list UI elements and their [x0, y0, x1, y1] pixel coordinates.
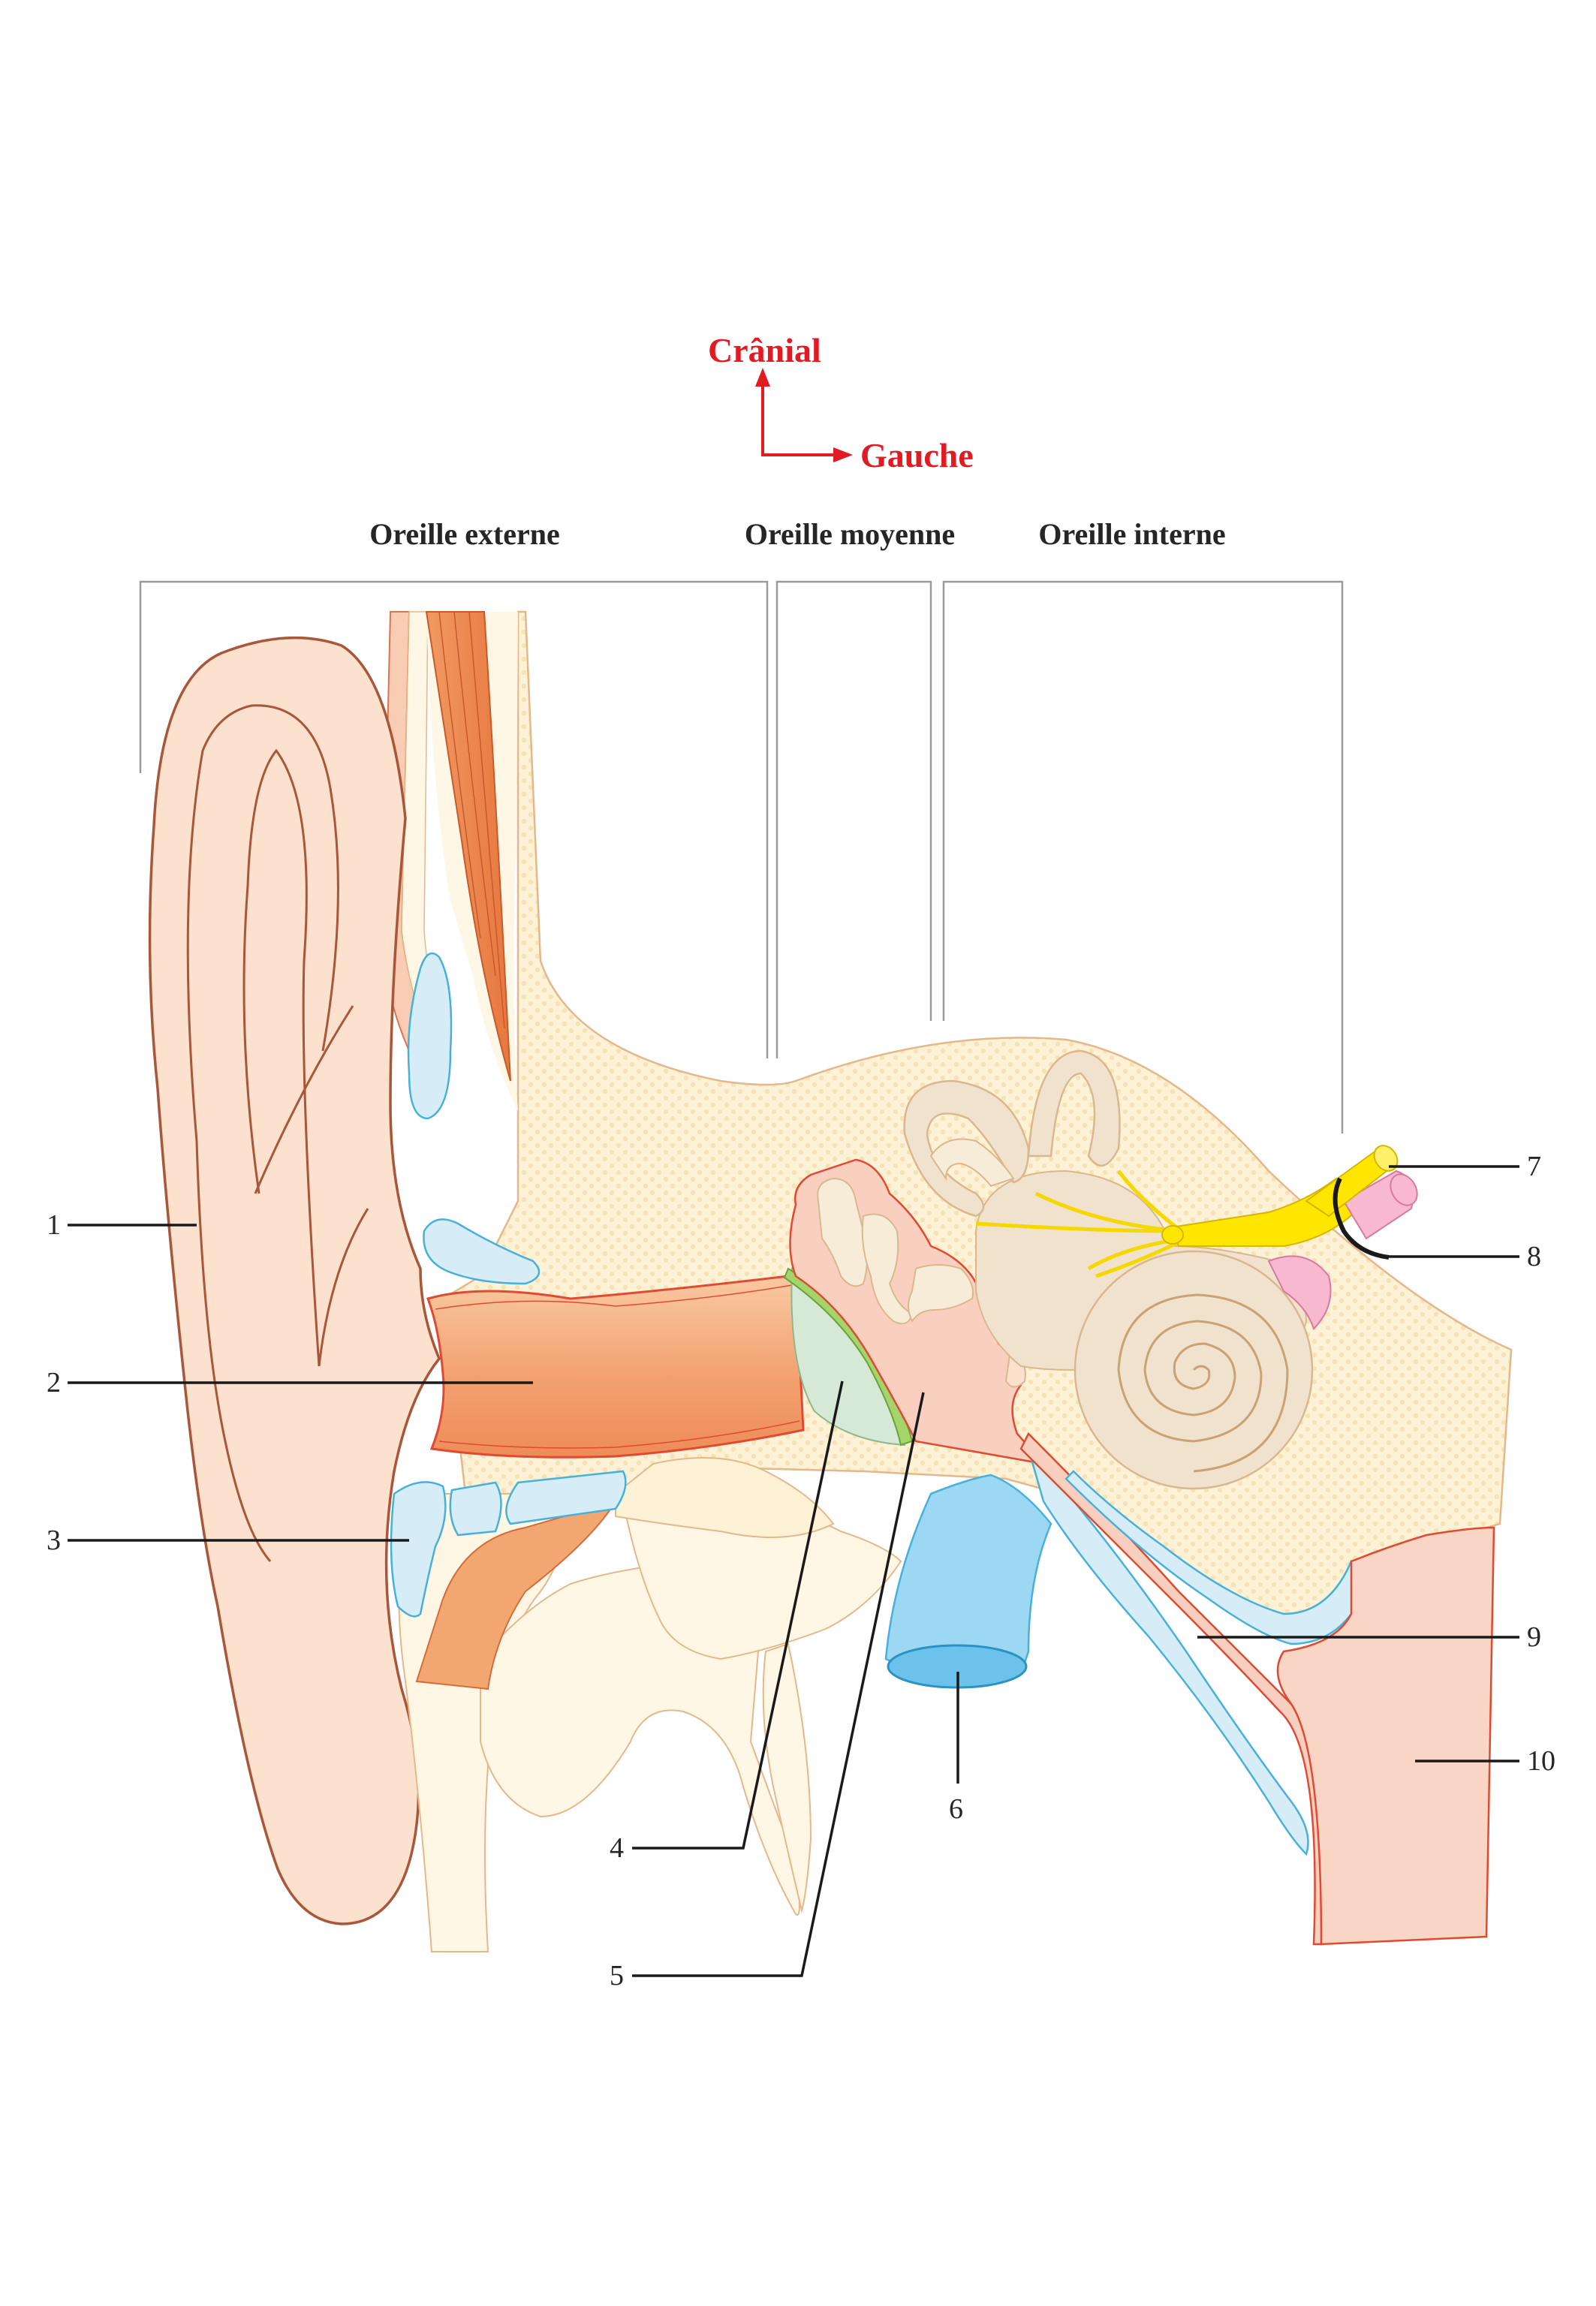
inner-ear — [903, 1049, 1332, 1490]
cartilage — [390, 952, 627, 1618]
cartilage-upper — [407, 952, 453, 1120]
lower-soft-tissues — [398, 1457, 902, 1952]
callout-4: 4 — [610, 1832, 624, 1864]
external-auditory-canal — [426, 1275, 805, 1459]
cranial-nerve-cut-end — [1373, 1145, 1399, 1172]
auditory-tube-body — [884, 1474, 1052, 1683]
callout-1: 1 — [47, 1209, 61, 1241]
callout-10: 10 — [1527, 1745, 1555, 1777]
pharyngeal-fold — [1027, 1448, 1309, 1856]
leader-4 — [632, 1380, 844, 1850]
tympanic-membrane — [783, 1267, 914, 1447]
cartilage-lower-1 — [390, 1481, 447, 1618]
muscle-fiber-2 — [453, 611, 496, 977]
cartilage-lower-3 — [505, 1470, 627, 1525]
helix-fold — [186, 704, 339, 1142]
semicircular-canal-anterior — [1027, 1049, 1121, 1167]
eustachian-tube — [884, 1431, 1323, 1946]
cartilage-lower-2 — [449, 1481, 502, 1537]
semicircular-canal-lateral — [929, 1138, 1015, 1188]
orientation-indicator: Crânial Gauche — [708, 331, 974, 474]
nerve-branch-2 — [975, 1221, 1179, 1233]
glenoid-bone — [615, 1457, 835, 1538]
callout-7: 7 — [1527, 1151, 1541, 1182]
temporalis-muscle-band — [425, 611, 511, 1082]
section-headings: Oreille externe Oreille moyenne Oreille … — [139, 517, 1344, 1133]
nerve-branch-1 — [1034, 1191, 1179, 1233]
muscle-fiber-3 — [468, 611, 505, 1029]
callouts: 1 2 3 4 5 6 7 8 9 10 — [47, 1151, 1555, 1991]
artery-cut-end — [1390, 1173, 1418, 1206]
cranial-label: Crânial — [708, 331, 821, 369]
arrow-up-head — [755, 368, 770, 387]
leader-5 — [632, 1392, 925, 1977]
parotid-muscle — [415, 1500, 618, 1690]
antihelix-fold — [242, 748, 321, 1367]
pharyngeal-lining — [1019, 1431, 1323, 1946]
inner-ear-heading: Oreille interne — [1038, 517, 1225, 551]
arrow-right-head — [833, 447, 853, 462]
stapes — [908, 1264, 974, 1323]
left-side-label: Gauche — [860, 436, 974, 474]
pinna — [148, 636, 441, 1925]
concha-fold — [318, 1208, 369, 1367]
orientation-arrow-lines — [761, 387, 833, 456]
canal-wall — [426, 1275, 805, 1459]
callout-3: 3 — [47, 1525, 61, 1556]
canal-inner-line-top — [435, 1284, 793, 1310]
inner-ear-bracket — [942, 580, 1344, 1133]
auricle-outline — [148, 636, 441, 1925]
middle-ear-bracket — [775, 580, 932, 1058]
callout-5: 5 — [610, 1960, 624, 1991]
nerves — [975, 1145, 1418, 1278]
callout-6: 6 — [949, 1793, 963, 1825]
lobule-fold — [195, 1140, 272, 1562]
crus-fold — [254, 1005, 354, 1194]
muscle-fiber-1 — [438, 611, 481, 939]
cartilage-middle — [423, 1218, 541, 1285]
outer-ear-heading: Oreille externe — [369, 517, 560, 551]
outer-ear-bracket — [139, 580, 769, 1058]
middle-ear — [789, 1158, 1046, 1465]
pharynx — [1065, 1470, 1495, 1946]
inner-ear-vessel — [1267, 1255, 1332, 1330]
callout-8: 8 — [1527, 1241, 1541, 1272]
callout-2: 2 — [47, 1367, 61, 1398]
dura-sheath-ring — [1333, 1177, 1390, 1260]
semicircular-canal-posterior — [903, 1079, 1030, 1218]
cochlea-spiral — [1117, 1293, 1289, 1473]
middle-ear-heading: Oreille moyenne — [745, 517, 955, 551]
pharynx-wall — [1276, 1526, 1495, 1946]
styloid-process — [762, 1642, 812, 1913]
callout-9: 9 — [1527, 1621, 1541, 1653]
canal-inner-line-bottom — [438, 1420, 800, 1449]
nerve-cut-end — [1161, 1225, 1184, 1245]
